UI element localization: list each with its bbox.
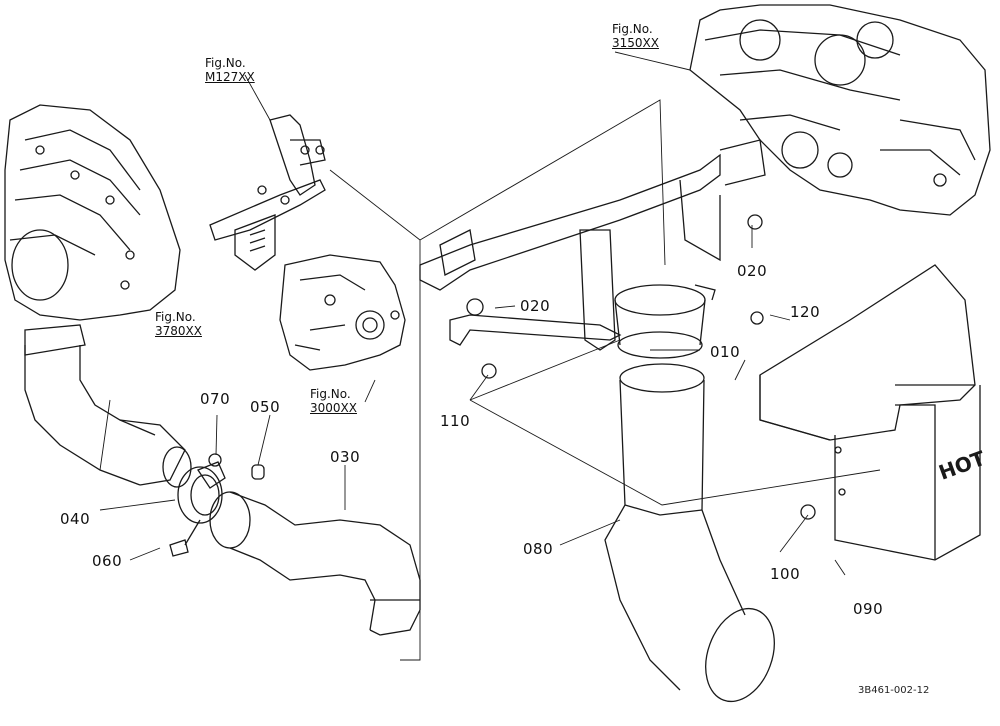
fig-ref-title: Fig.No. xyxy=(155,310,196,324)
heat-shield-outline xyxy=(759,264,981,561)
fig-ref-number: 3150XX xyxy=(612,36,659,50)
drawing-reference-code: 3B461-002-12 xyxy=(858,685,930,696)
part-label-100: 100 xyxy=(770,565,801,583)
assembly-lines xyxy=(99,51,881,661)
fig-ref-3780: Fig.No. 3780XX xyxy=(155,310,202,338)
fig-ref-number: 3000XX xyxy=(310,401,357,415)
part-label-060: 060 xyxy=(92,552,123,570)
part-label-020-lower: 020 xyxy=(520,297,551,315)
part-label-020-upper: 020 xyxy=(737,262,768,280)
fig-ref-3150: Fig.No. 3150XX xyxy=(612,22,659,50)
exhaust-pipe-080-outline xyxy=(604,363,775,703)
part-label-070: 070 xyxy=(200,390,231,408)
fig-ref-3000: Fig.No. 3000XX xyxy=(310,387,357,415)
fig-ref-title: Fig.No. xyxy=(612,22,653,36)
engine-bracket-outline xyxy=(209,114,326,271)
part-label-120: 120 xyxy=(790,303,821,321)
engine-housing-outline xyxy=(279,254,406,371)
part-label-030: 030 xyxy=(330,448,361,466)
engine-block-outline xyxy=(689,4,991,216)
exhaust-pipe-030-outline xyxy=(209,491,421,636)
fig-ref-title: Fig.No. xyxy=(205,56,246,70)
fig-ref-m127: Fig.No. M127XX xyxy=(205,56,255,84)
fig-ref-number: M127XX xyxy=(205,70,255,84)
fig-ref-title: Fig.No. xyxy=(310,387,351,401)
part-label-110: 110 xyxy=(440,412,471,430)
muffler-assembly-outline xyxy=(4,104,192,488)
part-label-080: 080 xyxy=(523,540,554,558)
part-label-010: 010 xyxy=(710,343,741,361)
fig-ref-number: 3780XX xyxy=(155,324,202,338)
part-label-090: 090 xyxy=(853,600,884,618)
part-label-050: 050 xyxy=(250,398,281,416)
part-label-040: 040 xyxy=(60,510,91,528)
